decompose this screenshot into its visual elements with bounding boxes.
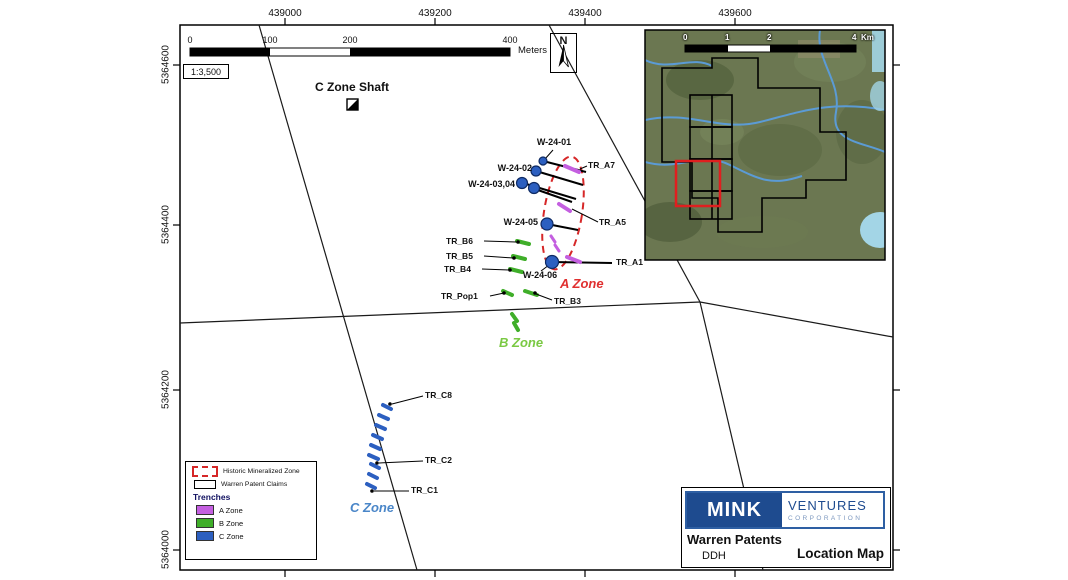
map-type-label: Location Map xyxy=(797,546,884,561)
trench-label: TR_B4 xyxy=(444,264,471,274)
b-zone-label: B Zone xyxy=(499,335,544,350)
trench-label: TR_C8 xyxy=(425,390,452,400)
trench-label: TR_A7 xyxy=(588,160,615,170)
legend: Historic Mineralized Zone Warren Patent … xyxy=(185,461,317,560)
inset-scalebar-label: 0 xyxy=(683,33,688,42)
inset-border xyxy=(644,29,886,261)
north-arrow-icon xyxy=(558,44,569,68)
a-zone-label: A Zone xyxy=(560,276,604,291)
northing-label: 5364000 xyxy=(160,530,172,569)
inset-location-highlight xyxy=(674,159,722,208)
logo-ventures-text: VENTURES xyxy=(788,498,867,513)
shaft-symbol xyxy=(346,98,359,111)
logo-wordmark: MINK xyxy=(687,493,782,527)
c-zone-label: C Zone xyxy=(350,500,395,515)
inset-scalebar xyxy=(684,44,857,53)
drillhole-markers xyxy=(515,156,560,270)
trench-label: TR_A1 xyxy=(616,257,643,267)
inset-rivers xyxy=(645,30,885,182)
scalebar-label: 0 xyxy=(187,35,193,45)
trench-label: TR_B3 xyxy=(554,296,581,306)
trench-label: TR_B5 xyxy=(446,251,473,261)
legend-label: Historic Mineralized Zone xyxy=(223,468,300,475)
legend-item-historic-zone: Historic Mineralized Zone xyxy=(192,466,310,477)
inset-scalebar-unit: Km xyxy=(861,33,874,42)
legend-trenches-heading: Trenches xyxy=(193,492,231,502)
drillhole-label: W-24-02 xyxy=(497,163,532,173)
inset-scalebar-label: 2 xyxy=(767,33,772,42)
logo-corporation-text: CORPORATION xyxy=(788,515,863,522)
drillhole-label: W-24-01 xyxy=(536,137,572,147)
scalebar-unit: Meters xyxy=(518,45,548,56)
inset-scalebar-label: 1 xyxy=(725,33,730,42)
legend-item-claims: Warren Patent Claims xyxy=(192,480,310,489)
grid-ticks xyxy=(173,18,900,577)
scalebar-label: 100 xyxy=(262,35,278,45)
legend-item-b-zone: B Zone xyxy=(192,518,310,528)
historic-mineralized-zone-outline xyxy=(541,155,585,271)
north-arrow-label: N xyxy=(559,35,568,47)
legend-label: C Zone xyxy=(219,531,244,541)
northing-label: 5364200 xyxy=(160,370,172,409)
trench-label: TR_B6 xyxy=(446,236,473,246)
inset-lake xyxy=(860,212,885,248)
trench-label: TR_Pop1 xyxy=(441,291,478,301)
a-zone-swatch xyxy=(196,505,214,515)
easting-label: 439000 xyxy=(268,8,302,19)
inset-map xyxy=(644,29,886,261)
legend-label: A Zone xyxy=(219,505,243,515)
northing-label: 5364600 xyxy=(160,45,172,84)
trench-label: TR_A5 xyxy=(599,217,626,227)
drillhole-label: W-24-03,04 xyxy=(468,179,515,189)
scale-ratio: 1:3,500 xyxy=(183,64,229,79)
b-zone-swatch xyxy=(196,518,214,528)
shaft-label: C Zone Shaft xyxy=(315,80,389,94)
label-leader-lines xyxy=(374,149,599,492)
easting-label: 439200 xyxy=(418,8,452,19)
title-block: MINK VENTURES CORPORATION Warren Patents… xyxy=(681,487,891,568)
main-scalebar xyxy=(189,47,511,57)
mink-ventures-logo: MINK VENTURES CORPORATION xyxy=(685,491,885,529)
trench-label: TR_C1 xyxy=(411,485,438,495)
legend-item-a-zone: A Zone xyxy=(192,505,310,515)
legend-label: Warren Patent Claims xyxy=(221,481,288,488)
scalebar-label: 200 xyxy=(342,35,358,45)
easting-label: 439600 xyxy=(718,8,752,19)
legend-item-c-zone: C Zone xyxy=(192,531,310,541)
inset-claim-outlines xyxy=(661,57,847,233)
leader-end-markers xyxy=(370,240,537,493)
easting-label: 439400 xyxy=(568,8,602,19)
drillhole-label: W-24-06 xyxy=(522,270,558,280)
map-title: Warren Patents xyxy=(687,532,782,547)
c-zone-swatch xyxy=(196,531,214,541)
drillhole-label: W-24-05 xyxy=(503,217,538,227)
historic-zone-swatch xyxy=(192,466,218,477)
north-arrow: N xyxy=(550,33,577,73)
legend-label: B Zone xyxy=(219,518,244,528)
scalebar-label: 400 xyxy=(502,35,518,45)
northing-label: 5364400 xyxy=(160,205,172,244)
inset-scalebar-label: 4 xyxy=(852,33,857,42)
claims-swatch xyxy=(194,480,216,489)
a-zone-trenches xyxy=(549,164,582,264)
map-subtitle: DDH xyxy=(702,550,726,562)
c-zone-trenches xyxy=(365,403,393,490)
trench-label: TR_C2 xyxy=(425,455,452,465)
